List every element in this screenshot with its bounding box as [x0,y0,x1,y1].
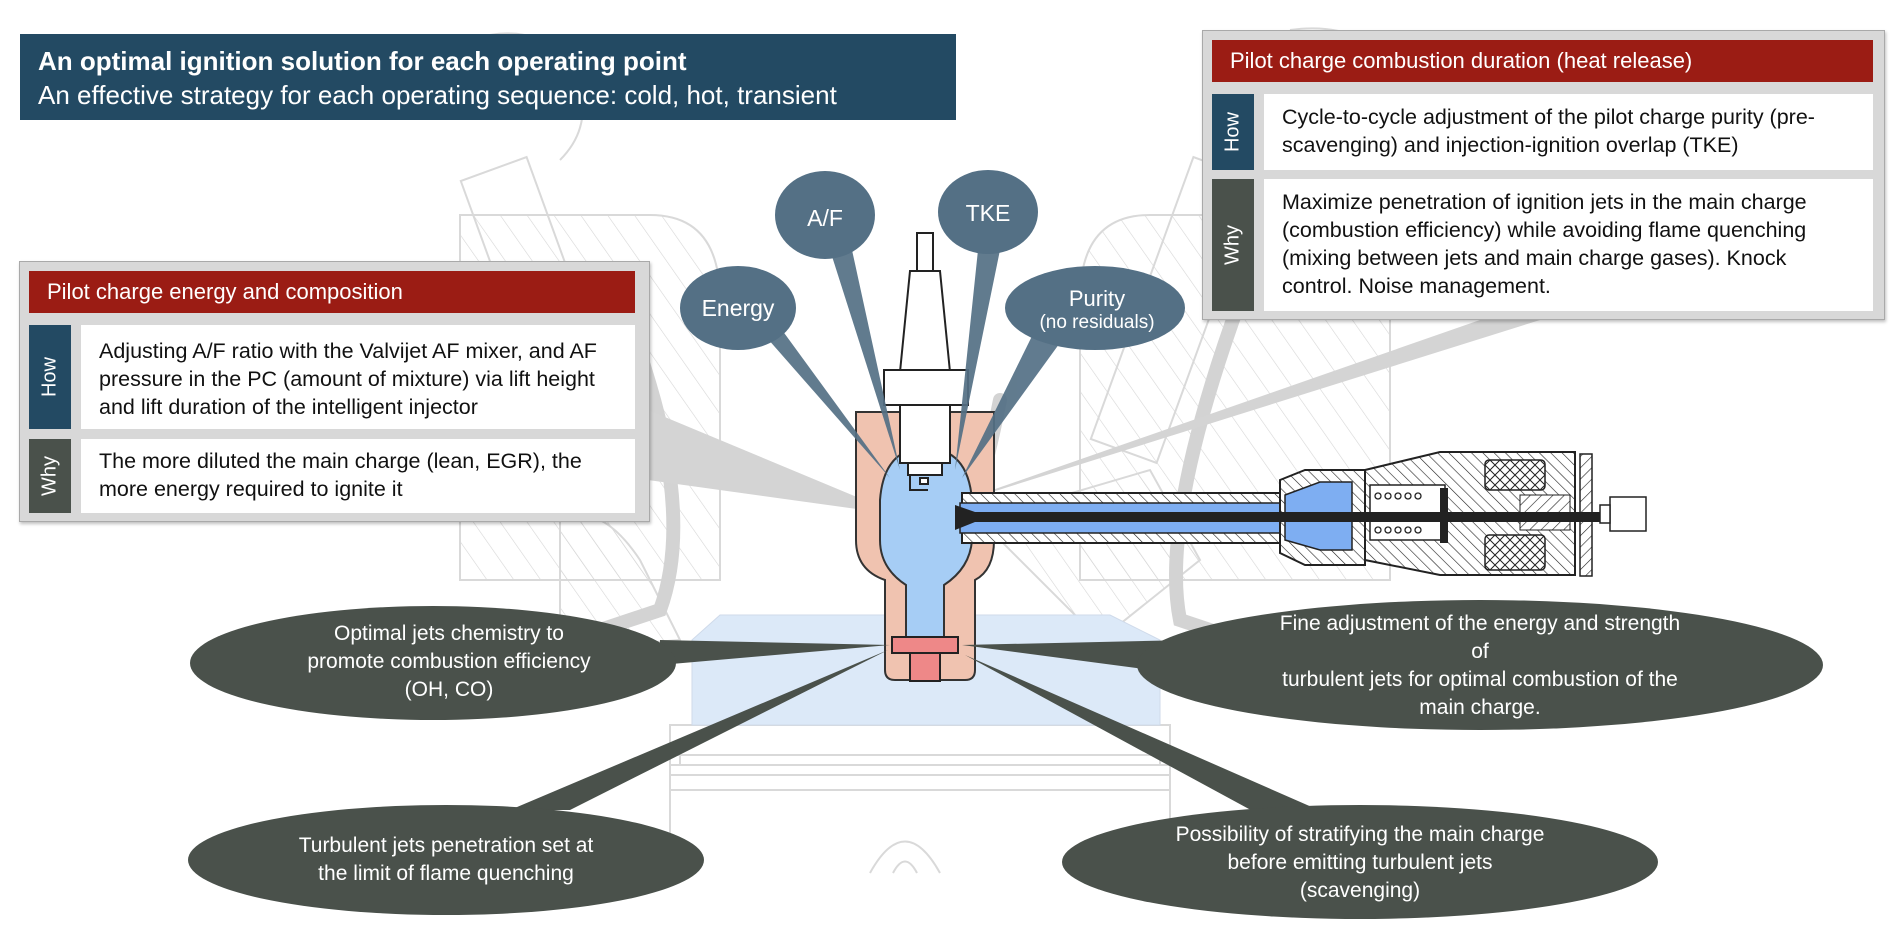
how-tag: How [1212,94,1254,170]
nozzle [891,636,959,682]
how-text: Adjusting A/F ratio with the Valvijet AF… [81,325,635,429]
page-title: An optimal ignition solution for each op… [38,46,687,76]
why-text: Maximize penetration of ignition jets in… [1264,179,1873,311]
header-banner: An optimal ignition solution for each op… [20,34,956,120]
bubble-tke [938,170,1038,254]
why-tag: Why [1212,179,1254,311]
bubble-purity-label: Purity (no residuals) [1039,286,1154,334]
right-panel-pointer [935,320,1540,510]
why-tag: Why [29,439,71,513]
why-text: The more diluted the main charge (lean, … [81,439,635,513]
purity-label: Purity [1068,286,1126,311]
panel-combustion-duration: Pilot charge combustion duration (heat r… [1202,30,1885,320]
bubble-tke-label: TKE [965,200,1011,226]
injector [955,451,1647,577]
bubble-jet-energy [1137,600,1823,730]
bubble-energy-label: Energy [701,295,775,321]
jet-energy-text: Fine adjustment of the energy and streng… [1279,612,1681,719]
purity-sublabel: (no residuals) [1039,312,1155,333]
panel-energy-composition: Pilot charge energy and composition How … [19,261,650,522]
why-row: Why Maximize penetration of ignition jet… [1212,179,1873,311]
jet-chemistry-text: Optimal jets chemistry to promote combus… [307,622,591,701]
how-text: Cycle-to-cycle adjustment of the pilot c… [1264,94,1873,170]
bubble-jet-chemistry [190,606,676,720]
bubble-af-label: A/F [807,205,843,231]
bubble-jet-penetration [188,805,704,915]
bubble-purity [1005,266,1185,350]
jet-stratify-text: Possibility of stratifying the main char… [1175,823,1545,902]
how-row: How Cycle-to-cycle adjustment of the pil… [1212,94,1873,170]
left-panel-pointer [648,410,900,515]
how-row: How Adjusting A/F ratio with the Valvije… [29,325,635,429]
page-subtitle: An effective strategy for each operating… [38,80,837,110]
how-tag: How [29,325,71,429]
panel-title: Pilot charge energy and composition [29,271,635,313]
jet-penetration-text: Turbulent jets penetration set at the li… [298,834,594,885]
bubble-af [775,171,875,259]
bubble-energy [680,266,796,350]
spark-plug [883,232,969,491]
why-row: Why The more diluted the main charge (le… [29,439,635,513]
bubble-jet-stratify [1062,805,1658,919]
panel-title: Pilot charge combustion duration (heat r… [1212,40,1873,82]
param-bubble-pointers [760,250,1062,478]
jet-pointers [510,640,1330,815]
